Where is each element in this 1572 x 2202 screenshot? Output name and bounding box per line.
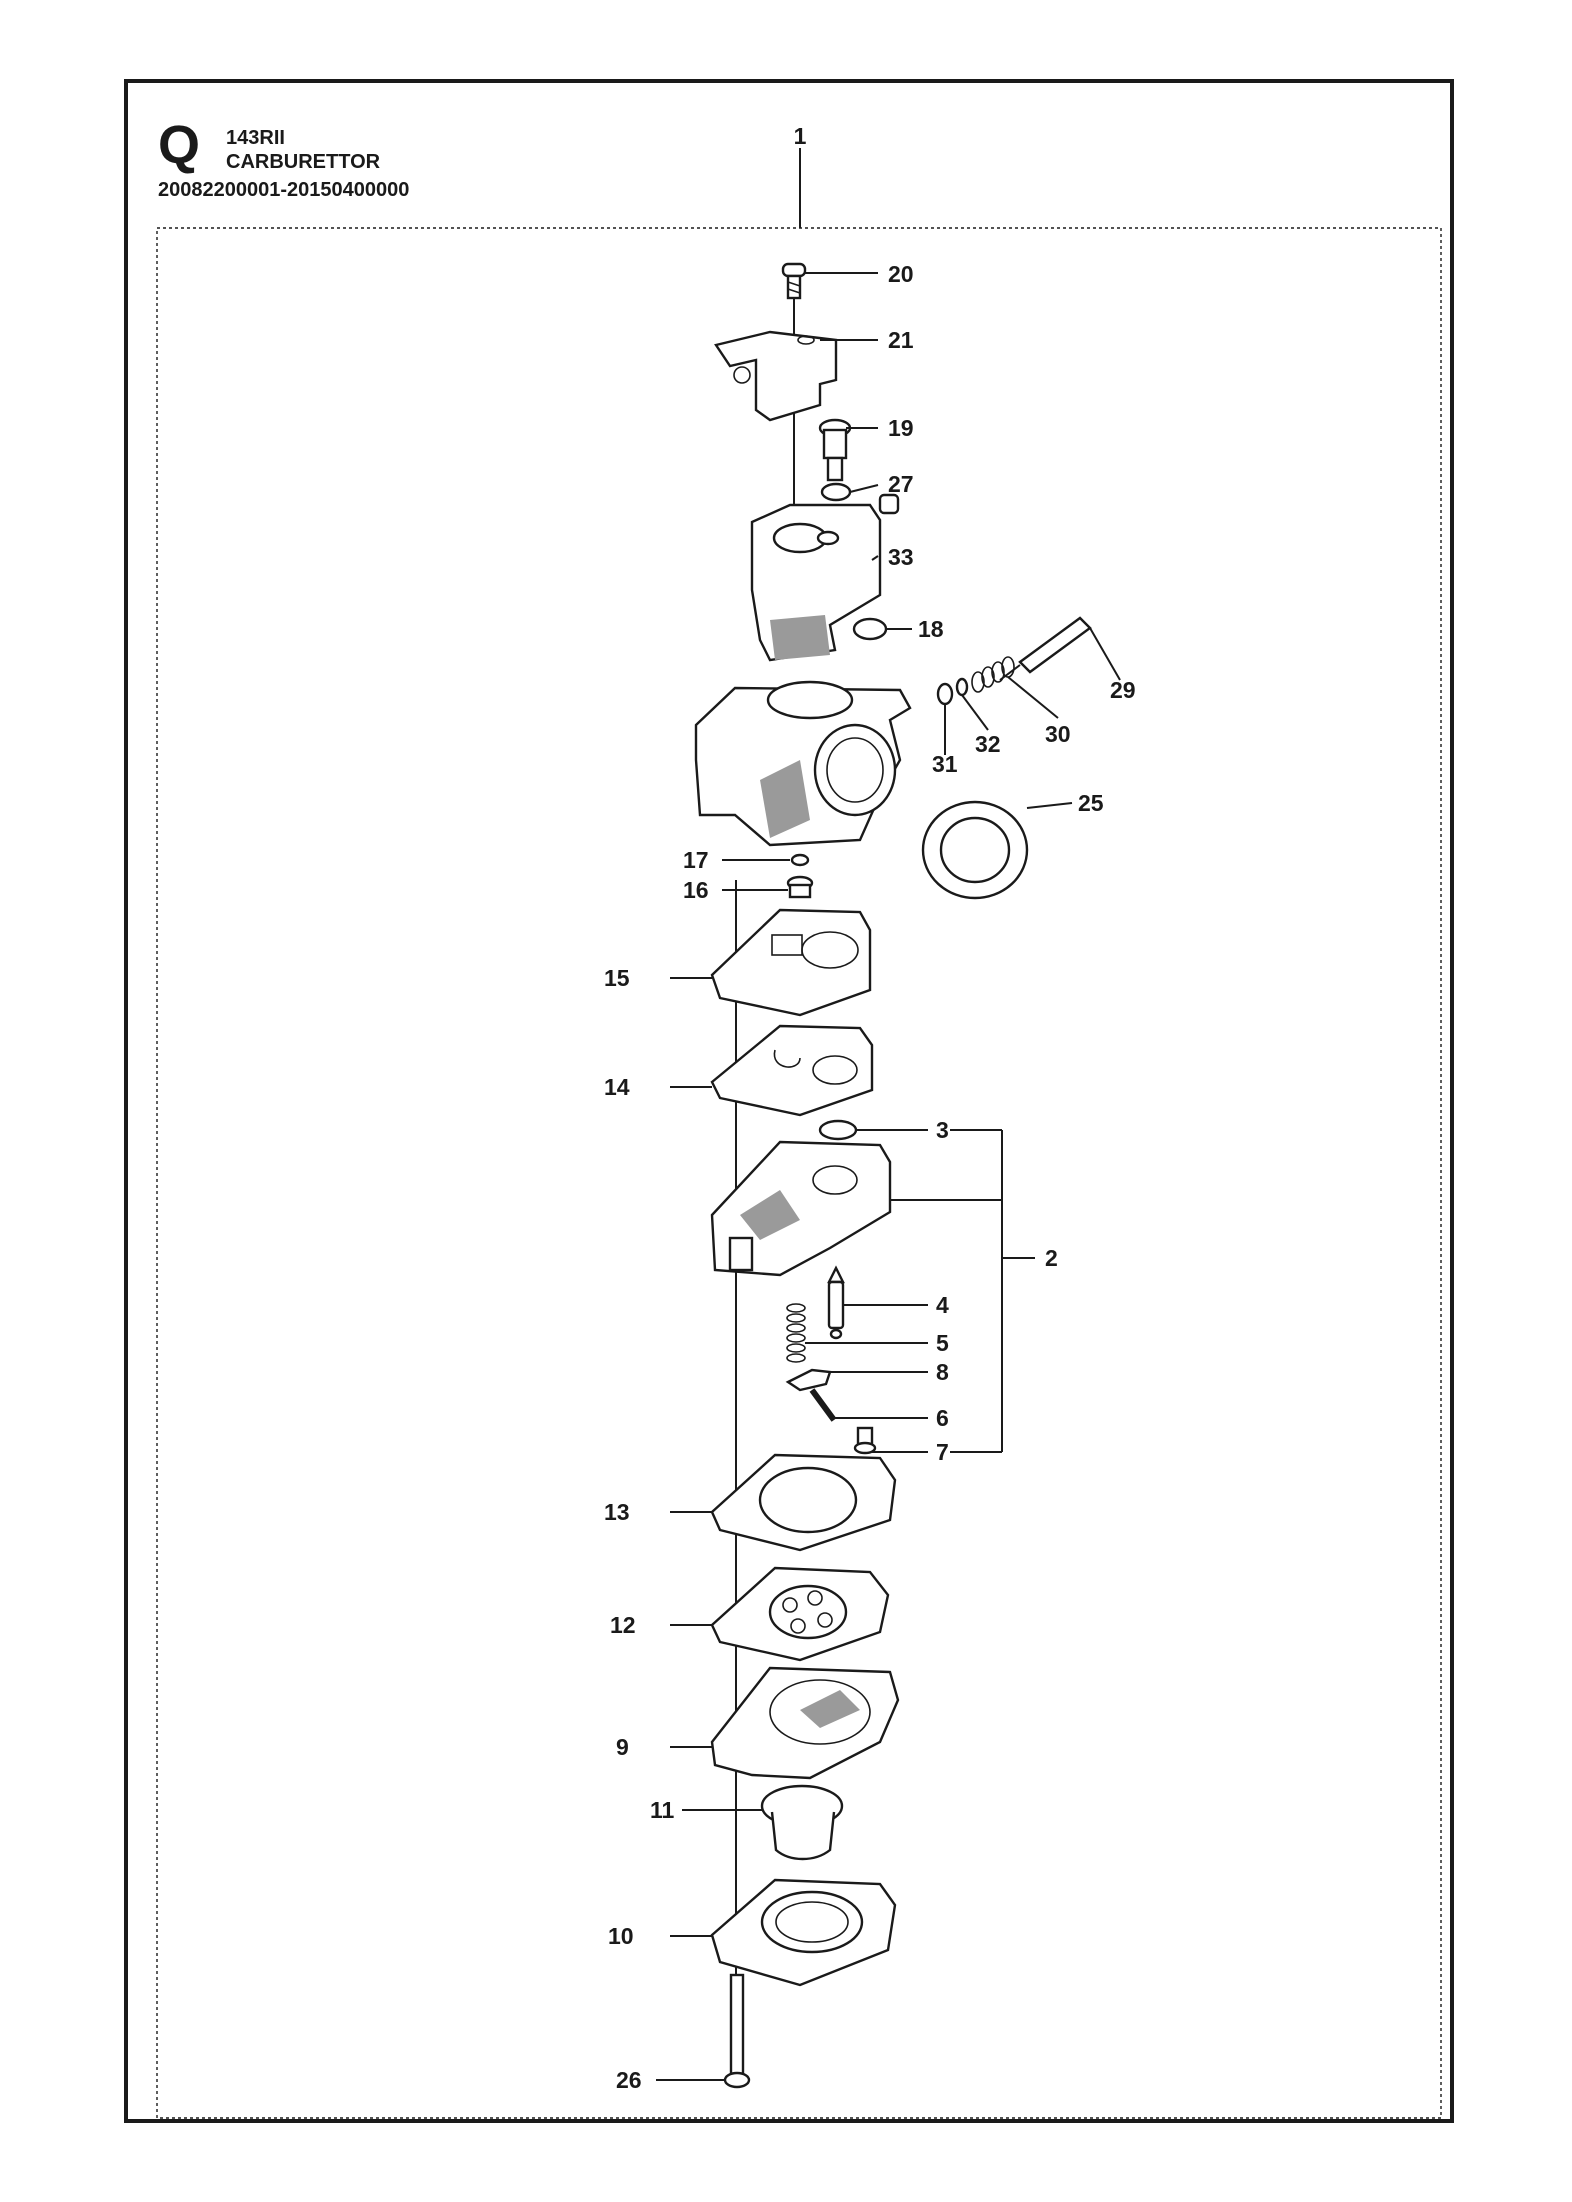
- oring-part-17: [790, 853, 810, 867]
- callout-2: 2: [1045, 1245, 1058, 1271]
- callout-6: 6: [936, 1405, 949, 1431]
- screw-part-20: [781, 262, 807, 300]
- callout-29: 29: [1110, 677, 1136, 703]
- callout-20: 20: [888, 261, 914, 287]
- page-frame: [124, 79, 1454, 2123]
- plug-part-16: [786, 875, 814, 899]
- callout-15: 15: [604, 965, 630, 991]
- oring-part-32: [955, 677, 969, 697]
- section-letter: Q: [158, 115, 201, 175]
- callout-18: 18: [918, 616, 944, 642]
- bracket-part-21: [714, 330, 838, 422]
- callout-5: 5: [936, 1330, 949, 1356]
- gasket-part-25: [921, 800, 1029, 900]
- lever-part-8: [785, 1368, 832, 1392]
- callout-9: 9: [616, 1734, 629, 1760]
- gasket-part-14: [710, 1024, 874, 1117]
- washer-part-31: [936, 682, 954, 706]
- spring-part-5: [786, 1303, 806, 1363]
- callout-1: 1: [794, 123, 807, 149]
- inlet-needle-part-4: [827, 1265, 845, 1340]
- callout-14: 14: [604, 1074, 630, 1100]
- bolt-part-26: [723, 1973, 751, 2089]
- serial-range: 20082200001-20150400000: [158, 179, 410, 201]
- pump-body: [710, 1140, 892, 1277]
- carburettor-body: [694, 680, 912, 847]
- callout-7: 7: [936, 1439, 949, 1465]
- pin-part-6: [809, 1388, 837, 1422]
- callout-4: 4: [936, 1292, 949, 1318]
- callout-17: 17: [683, 847, 709, 873]
- callout-31: 31: [932, 751, 958, 777]
- callout-26: 26: [616, 2067, 642, 2093]
- assembly-title: CARBURETTOR: [226, 151, 381, 173]
- callout-27: 27: [888, 471, 914, 497]
- pump-cover-part-9: [710, 1666, 900, 1780]
- screw-part-7: [853, 1426, 877, 1455]
- callout-21: 21: [888, 327, 914, 353]
- leader-lines: [656, 272, 1121, 2081]
- callout-33: 33: [888, 544, 914, 570]
- callout-10: 10: [608, 1923, 634, 1949]
- gasket-part-15: [710, 908, 872, 1017]
- cover-part-10: [710, 1878, 897, 1987]
- filter-part-3: [818, 1119, 858, 1141]
- callout-8: 8: [936, 1359, 949, 1385]
- callout-13: 13: [604, 1499, 630, 1525]
- ring-part-18: [852, 617, 888, 641]
- model-name: 143RII: [226, 127, 285, 149]
- callout-3: 3: [936, 1117, 949, 1143]
- cup-part-11: [760, 1784, 844, 1861]
- throttle-housing-part-33: [750, 493, 900, 662]
- washer-part-27: [820, 482, 852, 502]
- callout-12: 12: [610, 1612, 636, 1638]
- callout-11: 11: [650, 1797, 675, 1823]
- callout-25: 25: [1078, 790, 1104, 816]
- gasket-part-13: [710, 1453, 897, 1552]
- idle-screw-part-19: [818, 418, 852, 482]
- callout-19: 19: [888, 415, 914, 441]
- spring-part-30: [971, 656, 1015, 693]
- diaphragm-part-12: [710, 1566, 890, 1662]
- callout-16: 16: [683, 877, 709, 903]
- callout-32: 32: [975, 731, 1001, 757]
- callout-30: 30: [1045, 721, 1071, 747]
